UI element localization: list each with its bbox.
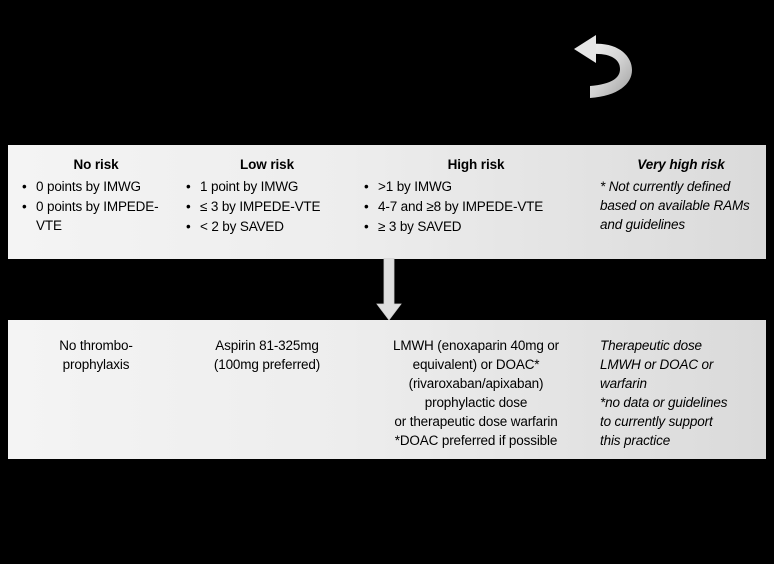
treatment-line: to currently support: [600, 414, 713, 429]
risk-column-note: * Not currently defined based on availab…: [596, 177, 766, 234]
risk-column-high-risk: High risk • >1 by IMWG • 4-7 and ≥8 by IMP…: [356, 145, 596, 237]
list-item: • 0 points by IMWG: [14, 177, 178, 196]
treatment-line: prophylaxis: [62, 357, 130, 372]
note-line: * Not currently defined: [600, 179, 731, 194]
list-item-label: 0 points by IMPEDE-VTE: [36, 199, 159, 233]
bullet-icon: •: [22, 179, 27, 194]
treatment-column-very-high-risk: Therapeutic dose LMWH or DOAC or warfari…: [596, 320, 766, 450]
list-item: • ≤ 3 by IMPEDE-VTE: [178, 197, 356, 216]
treatment-text: LMWH (enoxaparin 40mg or equivalent) or …: [356, 336, 596, 450]
bullet-icon: •: [186, 199, 191, 214]
treatment-column-no-risk: No thrombo- prophylaxis: [8, 320, 178, 374]
down-arrow-icon: [374, 257, 404, 322]
treatment-line: warfarin: [600, 376, 647, 391]
treatment-column-low-risk: Aspirin 81-325mg (100mg preferred): [178, 320, 356, 374]
list-item-label: ≥ 3 by SAVED: [378, 219, 462, 234]
bullet-icon: •: [22, 199, 27, 214]
bullet-icon: •: [364, 219, 369, 234]
risk-stratification-band: No risk • 0 points by IMWG • 0 points by I…: [8, 145, 766, 259]
bullet-icon: •: [186, 179, 191, 194]
list-item-label: ≤ 3 by IMPEDE-VTE: [200, 199, 321, 214]
risk-column-title: Low risk: [240, 157, 294, 172]
risk-column-title: High risk: [447, 157, 505, 172]
treatment-text: No thrombo- prophylaxis: [14, 336, 178, 374]
risk-column-very-high-risk: Very high risk * Not currently defined b…: [596, 145, 766, 234]
risk-criteria-list: • 0 points by IMWG • 0 points by IMPEDE-VT…: [14, 177, 178, 235]
list-item: • >1 by IMWG: [356, 177, 596, 196]
treatment-line: LMWH (enoxaparin 40mg or: [393, 338, 559, 353]
list-item-label: < 2 by SAVED: [200, 219, 284, 234]
risk-column-no-risk: No risk • 0 points by IMWG • 0 points by I…: [8, 145, 178, 236]
risk-column-title: No risk: [73, 157, 119, 172]
rotate-ccw-arrow-icon: [566, 22, 646, 108]
treatment-column-high-risk: LMWH (enoxaparin 40mg or equivalent) or …: [356, 320, 596, 450]
note-line: based on available RAMs: [600, 198, 750, 213]
bullet-icon: •: [186, 219, 191, 234]
treatment-recommendation-band: No thrombo- prophylaxis Aspirin 81-325mg…: [8, 320, 766, 459]
risk-criteria-list: • 1 point by IMWG • ≤ 3 by IMPEDE-VTE • < 2…: [178, 177, 356, 236]
treatment-text: Aspirin 81-325mg (100mg preferred): [178, 336, 356, 374]
list-item: • < 2 by SAVED: [178, 217, 356, 236]
list-item: • 1 point by IMWG: [178, 177, 356, 196]
risk-column-title: Very high risk: [637, 157, 725, 172]
treatment-line: prophylactic dose: [424, 395, 528, 410]
bullet-icon: •: [364, 199, 369, 214]
treatment-line: Therapeutic dose: [600, 338, 702, 353]
treatment-line: No thrombo-: [59, 338, 133, 353]
list-item-label: 4-7 and ≥8 by IMPEDE-VTE: [378, 199, 544, 214]
list-item-label: >1 by IMWG: [378, 179, 452, 194]
treatment-text: Therapeutic dose LMWH or DOAC or warfari…: [596, 336, 766, 450]
risk-criteria-list: • >1 by IMWG • 4-7 and ≥8 by IMPEDE-VTE • ≥…: [356, 177, 596, 236]
risk-column-low-risk: Low risk • 1 point by IMWG • ≤ 3 by IMPEDE…: [178, 145, 356, 237]
treatment-line: or therapeutic dose warfarin: [394, 414, 558, 429]
list-item: • 0 points by IMPEDE-VTE: [14, 197, 178, 235]
list-item: • 4-7 and ≥8 by IMPEDE-VTE: [356, 197, 596, 216]
list-item-label: 0 points by IMWG: [36, 179, 141, 194]
treatment-line: equivalent) or DOAC*: [412, 357, 540, 372]
note-line: and guidelines: [600, 217, 685, 232]
treatment-line: (100mg preferred): [213, 357, 321, 372]
treatment-line: (rivaroxaban/apixaban): [408, 376, 544, 391]
treatment-line: Aspirin 81-325mg: [215, 338, 319, 353]
list-item: • ≥ 3 by SAVED: [356, 217, 596, 236]
treatment-line: LMWH or DOAC or: [600, 357, 714, 372]
list-item-label: 1 point by IMWG: [200, 179, 299, 194]
treatment-line: *no data or guidelines: [600, 395, 728, 410]
bullet-icon: •: [364, 179, 369, 194]
treatment-line: *DOAC preferred if possible: [394, 433, 558, 448]
treatment-line: this practice: [600, 433, 671, 448]
